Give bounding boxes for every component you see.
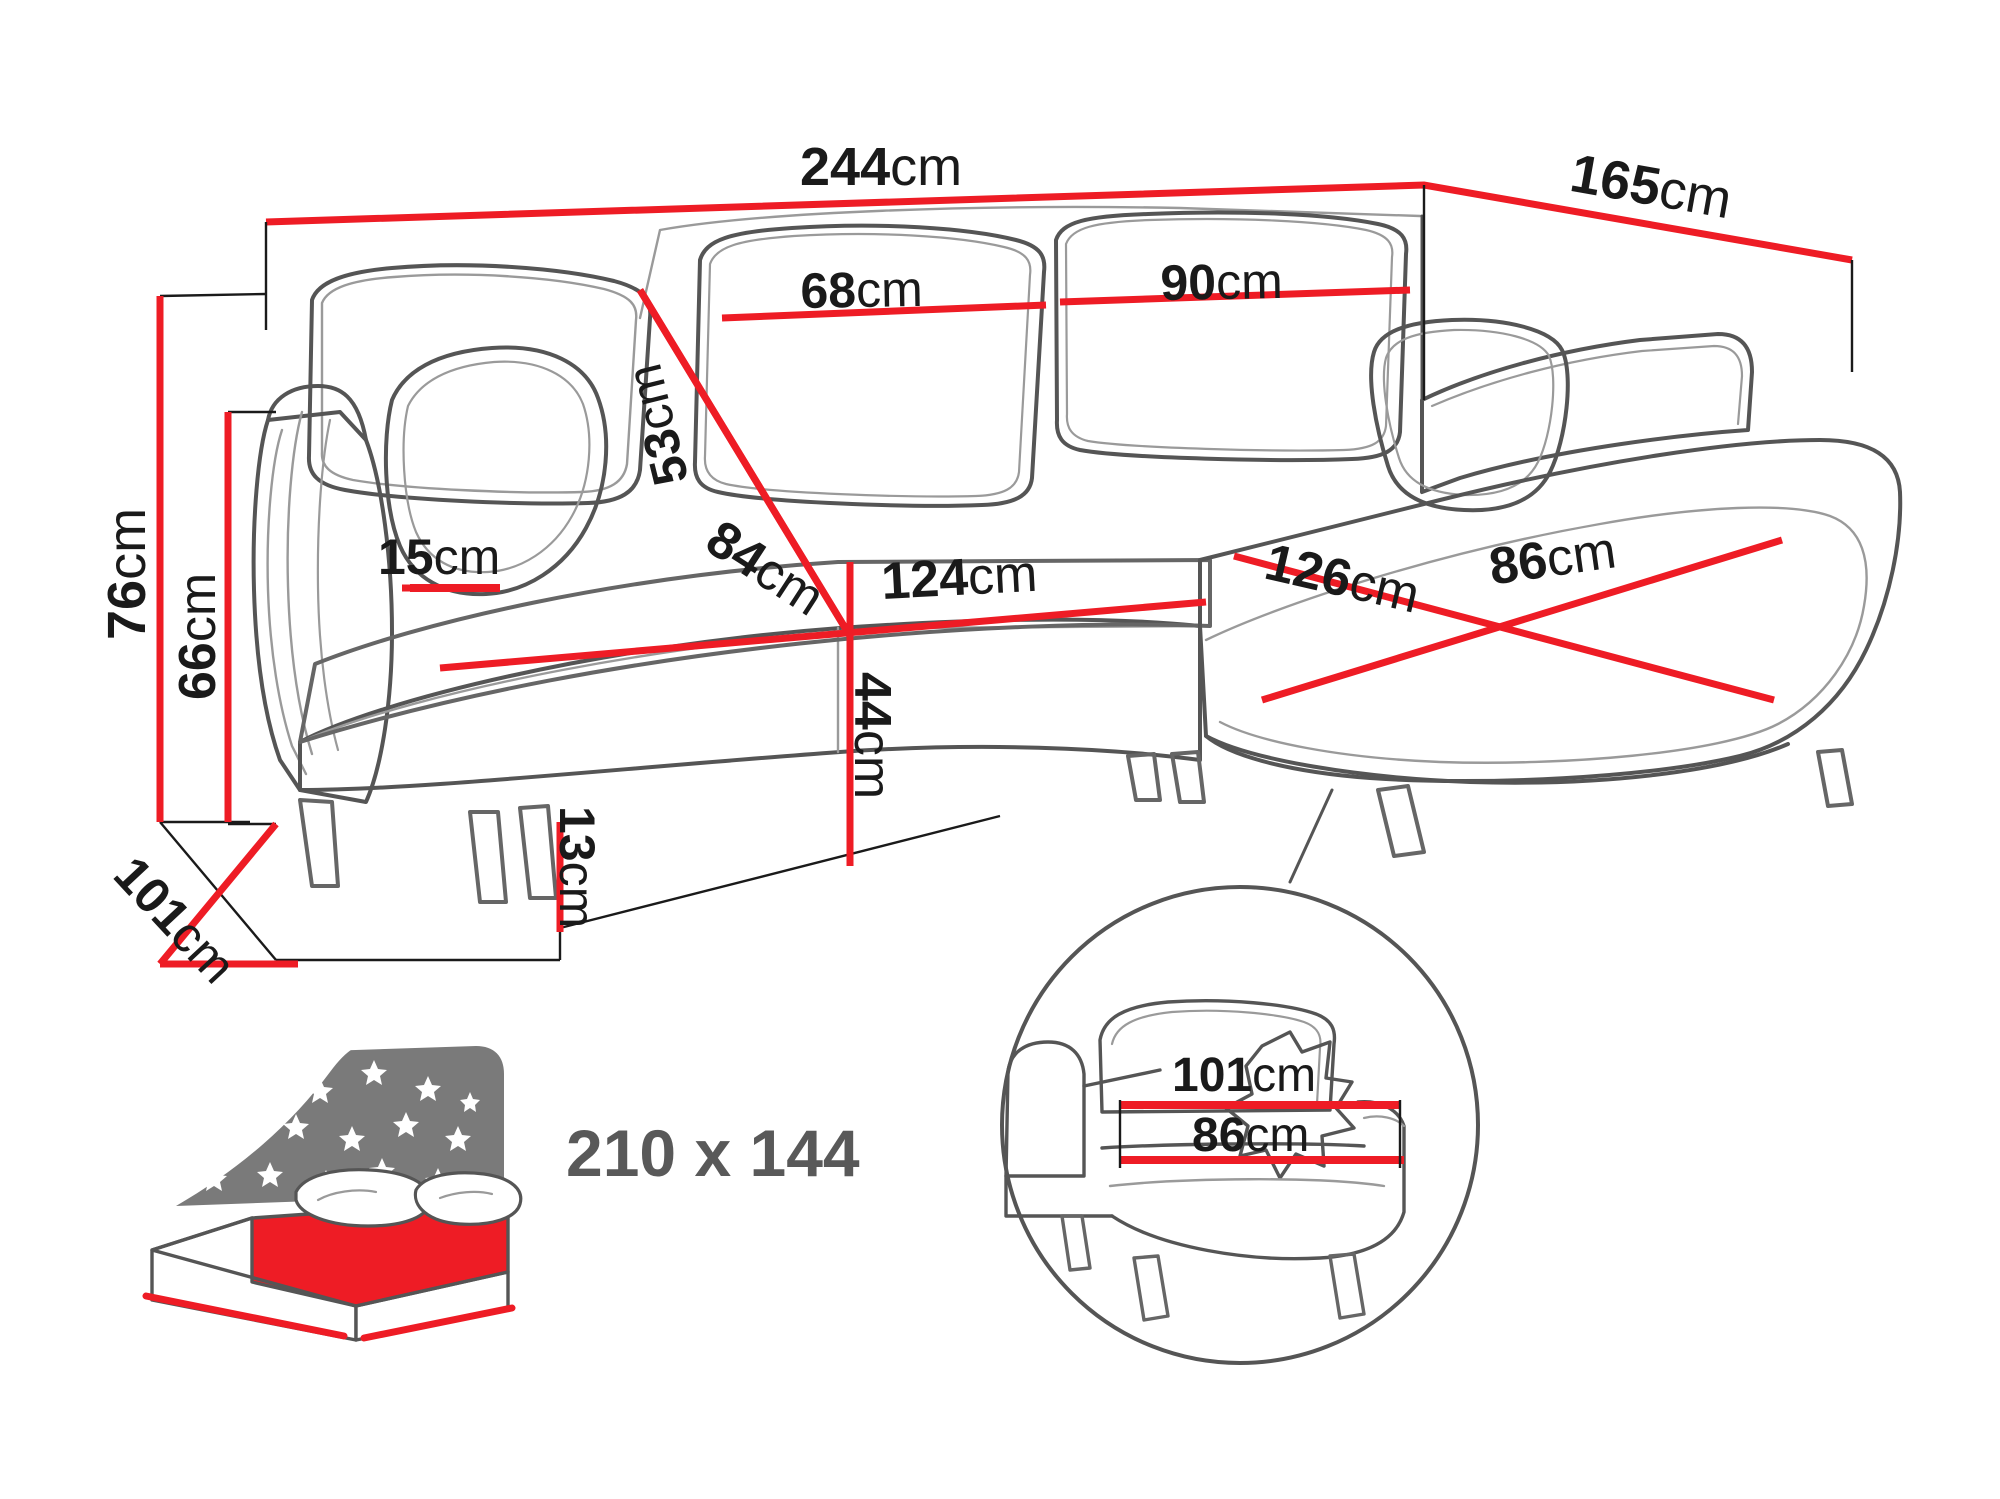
dimension-label-90cm: 90cm: [1159, 252, 1284, 311]
dimension-label-13cm: 13cm: [549, 806, 605, 929]
dimension-label-244cm: 244cm: [800, 137, 963, 197]
dimension-label-124cm: 124cm: [879, 544, 1039, 611]
bed-size-label: 210 x 144: [566, 1116, 860, 1190]
dimension-label-15cm: 15cm: [378, 529, 501, 585]
dimension-label-detail-101cm: 101cm: [1172, 1049, 1317, 1102]
dimension-label-68cm: 68cm: [799, 260, 924, 319]
dimension-label-66cm: 66cm: [169, 572, 227, 700]
dimension-label-76cm: 76cm: [97, 507, 157, 640]
dimension-label-detail-86cm: 86cm: [1192, 1109, 1310, 1162]
dimension-label-44cm: 44cm: [843, 672, 901, 800]
